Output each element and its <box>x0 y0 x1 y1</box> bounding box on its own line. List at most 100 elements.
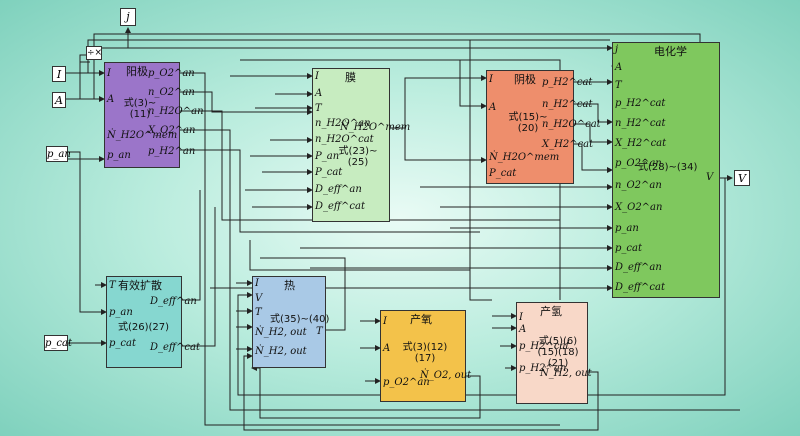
pcat-input-box: p_cat <box>44 335 72 351</box>
oxygen-equation: 式(3)(12) (17) <box>402 342 448 364</box>
anode-in-a: A <box>107 94 115 105</box>
hydrogen-out-nh2: Ṅ_H2, out <box>540 368 592 379</box>
j-output-label: j <box>126 10 130 23</box>
anode-in-nh2o-mem: Ṅ_H2O^mem <box>107 130 178 141</box>
oxygen-out-no2: Ṅ_O2, out <box>420 370 472 381</box>
cathode-equation: 式(15)~ (20) <box>508 112 548 134</box>
v-output-box: V <box>734 170 750 186</box>
heat-block <box>252 276 326 368</box>
diffusion-in-pcat: p_cat <box>109 338 136 349</box>
electro-in-pan: p_an <box>615 223 639 234</box>
membrane-in-i: I <box>315 71 319 82</box>
cathode-out-nh2: n_H2^cat <box>542 99 593 110</box>
diffusion-equation: 式(26)(27) <box>118 322 170 333</box>
anode-out-nh2o: n_H2O^an <box>148 106 204 117</box>
diffusion-in-t: T <box>109 280 116 291</box>
cathode-out-nh2o: n_H2O^cat <box>542 119 601 130</box>
hydrogen-in-a: A <box>519 324 527 335</box>
cathode-out-ph2: p_H2^cat <box>542 77 593 88</box>
oxygen-in-po2-an: p_O2^an <box>383 377 430 388</box>
anode-title: 阳极 <box>126 65 148 78</box>
electro-out-v: V <box>706 172 714 183</box>
a-input-box: A <box>52 92 66 108</box>
anode-in-i: I <box>107 68 111 79</box>
diffusion-in-pan: p_an <box>109 307 133 318</box>
anode-out-no2: n_O2^an <box>148 87 195 98</box>
electro-in-t: T <box>615 80 622 91</box>
diffusion-out-deff-cat: D_eff^cat <box>150 342 200 353</box>
diffusion-block <box>106 276 182 368</box>
anode-out-xo2: X_O2^an <box>148 125 196 136</box>
cathode-in-i: I <box>489 74 493 85</box>
oxygen-title: 产氧 <box>410 313 432 326</box>
v-output-label: V <box>738 172 746 185</box>
i-input-label: I <box>56 68 62 81</box>
cathode-out-xh2: X_H2^cat <box>542 139 594 150</box>
j-output-box: j <box>120 8 136 26</box>
cathode-in-pcat: P_cat <box>489 168 517 179</box>
hydrogen-in-i: I <box>519 312 523 323</box>
heat-in-nh2-out-2: Ṅ_H2, out <box>255 346 307 357</box>
electrochemistry-equation: 式(28)~(34) <box>638 162 698 173</box>
electro-in-no2-an: n_O2^an <box>615 180 662 191</box>
membrane-equation: 式(23)~ (25) <box>338 146 378 168</box>
hydrogen-title: 产氢 <box>540 305 562 318</box>
cathode-title: 阴极 <box>514 73 536 86</box>
diffusion-title: 有效扩散 <box>118 279 162 292</box>
divide-multiply-block: ÷× <box>86 46 102 60</box>
anode-out-ph2: p_H2^an <box>148 146 196 157</box>
hydrogen-block <box>516 302 588 404</box>
electro-in-nh2-cat: n_H2^cat <box>615 118 666 129</box>
anode-in-pan: p_an <box>107 150 131 161</box>
heat-out-t: T <box>316 326 323 337</box>
electro-in-pcat: p_cat <box>615 243 642 254</box>
pcat-input-label: p_cat <box>45 338 72 349</box>
electrochemistry-block <box>612 42 720 298</box>
electro-in-deff-cat: D_eff^cat <box>615 282 665 293</box>
i-input-box: I <box>52 66 66 82</box>
cathode-in-nh2o-mem: Ṅ_H2O^mem <box>489 152 560 163</box>
electro-in-xh2-cat: X_H2^cat <box>615 138 667 149</box>
membrane-in-deff-an: D_eff^an <box>315 184 362 195</box>
pan-input-label: p_an <box>47 149 71 160</box>
membrane-in-pan: P_an <box>315 151 340 162</box>
electro-in-ph2-cat: p_H2^cat <box>615 98 666 109</box>
membrane-in-nh2o-an: n_H2O^an <box>315 118 371 129</box>
heat-in-nh2-out-1: Ṅ_H2, out <box>255 327 307 338</box>
cathode-block <box>486 70 574 184</box>
diffusion-out-deff-an: D_eff^an <box>150 296 197 307</box>
membrane-title: 膜 <box>345 71 356 84</box>
divide-multiply-label: ÷× <box>87 48 103 58</box>
electro-in-a: A <box>615 62 623 73</box>
oxygen-in-i: I <box>383 316 387 327</box>
membrane-in-nh2o-cat: n_H2O^cat <box>315 134 374 145</box>
hydrogen-in-ph2-cat: p_H2^cat <box>519 341 570 352</box>
anode-out-po2: p_O2^an <box>148 68 195 79</box>
heat-in-v: V <box>255 293 263 304</box>
membrane-in-t: T <box>315 103 322 114</box>
anode-equation: 式(3)~ (11) <box>123 98 157 120</box>
heat-in-t: T <box>255 307 262 318</box>
heat-equation: 式(35)~(40) <box>270 314 330 325</box>
electro-in-xo2-an: X_O2^an <box>615 202 663 213</box>
membrane-in-a: A <box>315 88 323 99</box>
heat-in-i: I <box>255 278 259 289</box>
membrane-block <box>312 68 390 222</box>
electro-in-po2-an: p_O2^an <box>615 158 662 169</box>
electrochemistry-title: 电化学 <box>654 45 687 58</box>
hydrogen-equation: 式(5)(6) (15)(18)(21) <box>537 336 579 369</box>
cathode-in-a: A <box>489 102 497 113</box>
electro-in-deff-an: D_eff^an <box>615 262 662 273</box>
anode-block <box>104 62 180 168</box>
oxygen-block <box>380 310 466 402</box>
oxygen-in-a: A <box>383 343 391 354</box>
hydrogen-in-ph2-an: p_H2^an <box>519 363 567 374</box>
heat-title: 热 <box>284 279 295 292</box>
electro-in-j: j <box>615 44 619 55</box>
pan-input-box: p_an <box>46 146 71 162</box>
a-input-label: A <box>55 94 63 107</box>
membrane-out-nh2o-mem: Ṅ_H2O^mem <box>340 122 411 133</box>
membrane-in-deff-cat: D_eff^cat <box>315 201 365 212</box>
